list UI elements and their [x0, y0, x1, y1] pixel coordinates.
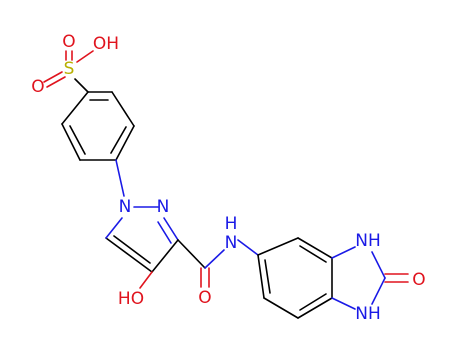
- atom-n-pyrazole-2: N: [157, 197, 170, 217]
- bond-bz-6: [257, 254, 265, 299]
- atom-o-sulfonyl-left: O: [31, 77, 44, 97]
- bond-camide-n: [204, 249, 225, 269]
- bond-n-benz: [237, 239, 259, 256]
- bond-n2-c3-double: [157, 221, 172, 244]
- bond-c4-c5-double: [113, 235, 151, 264]
- bond-nh-top-c: [371, 251, 386, 279]
- bond-bz-4-inner: [299, 293, 327, 311]
- atom-s-sulfonic: S: [64, 59, 75, 79]
- bond-c3-c4: [151, 239, 179, 273]
- bond-c3-camide: [177, 239, 206, 269]
- bond-bz-2: [297, 237, 333, 259]
- bond-ph-n1: [115, 159, 125, 197]
- bond-s-o-left-double: [46, 76, 66, 88]
- bond-s-o-left: [43, 71, 63, 83]
- bond-bz-6-inner: [264, 259, 271, 294]
- atom-ho-pyrazole: HO: [118, 289, 144, 309]
- bond-bz-5: [263, 297, 299, 319]
- bond-bz-2-inner: [299, 245, 327, 263]
- bond-bz-1: [257, 237, 299, 256]
- atom-o-sulfonyl-top: O: [62, 32, 75, 52]
- bond-ph-1: [61, 91, 89, 125]
- bond-s-oh: [76, 50, 94, 63]
- atom-n-pyrazole-1: N: [119, 197, 132, 217]
- bond-c-nh-top: [331, 246, 356, 259]
- bond-s-ring: [74, 78, 89, 93]
- atom-o-carbonyl: O: [412, 270, 425, 290]
- atom-nh-imidazolone-bottom: NH: [355, 304, 381, 324]
- bond-c5-n1: [105, 217, 123, 239]
- bond-ph-2-inner: [69, 125, 86, 155]
- atom-nh-imidazolone-top: NH: [355, 231, 381, 251]
- bond-ph-2: [61, 123, 81, 161]
- atom-oh-sulfonic: OH: [93, 34, 119, 54]
- bond-bz-4: [297, 297, 333, 319]
- bond-ph-4: [115, 125, 135, 161]
- bond-nh-bottom-c: [371, 277, 386, 305]
- atom-h-amide: H: [225, 214, 238, 234]
- bond-ph-4-inner: [110, 126, 127, 154]
- atom-n-amide: N: [225, 233, 238, 253]
- bond-c4-c5: [105, 237, 153, 273]
- bond-ph-5: [111, 91, 135, 127]
- atom-o-amide: O: [198, 288, 211, 308]
- bond-c-nh-bottom: [331, 297, 356, 310]
- bond-c4-oh: [139, 271, 153, 289]
- bond-n2-c3: [163, 217, 179, 241]
